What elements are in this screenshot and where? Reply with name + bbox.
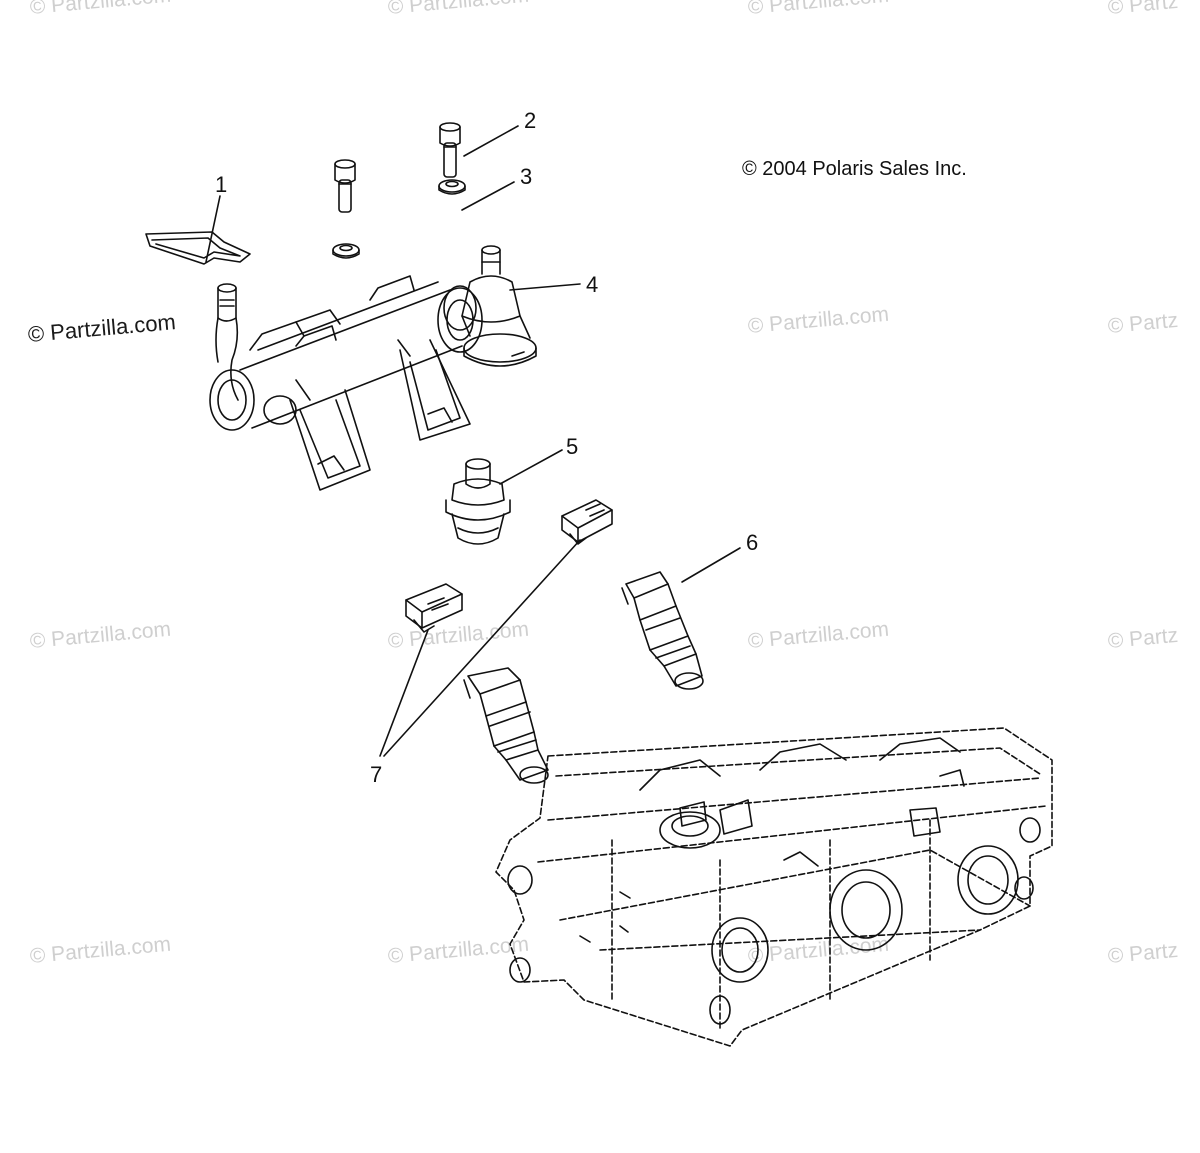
leader-2 bbox=[463, 125, 519, 157]
washer-right bbox=[439, 180, 465, 194]
leader-7a bbox=[379, 629, 429, 757]
leader-6 bbox=[681, 547, 741, 583]
washer-left bbox=[333, 244, 359, 258]
callout-6: 6 bbox=[746, 530, 759, 555]
callout-7: 7 bbox=[370, 762, 383, 787]
leader-1 bbox=[205, 195, 221, 263]
cylinder-head bbox=[496, 728, 1052, 1046]
callout-4: 4 bbox=[586, 272, 599, 297]
retaining-clip bbox=[146, 232, 250, 264]
connector-upper bbox=[562, 500, 612, 544]
callout-5: 5 bbox=[566, 434, 579, 459]
bolt-left bbox=[335, 160, 355, 212]
copyright-text: © 2004 Polaris Sales Inc. bbox=[742, 158, 967, 180]
pressure-regulator bbox=[444, 246, 536, 366]
leader-lines bbox=[205, 125, 741, 757]
leader-3 bbox=[461, 181, 515, 211]
regulator-loose bbox=[446, 459, 510, 544]
injector-left bbox=[464, 668, 548, 783]
callout-2: 2 bbox=[524, 108, 537, 133]
injector-right bbox=[622, 572, 703, 689]
leader-5 bbox=[499, 449, 563, 485]
connector-lower bbox=[406, 584, 462, 632]
leader-4 bbox=[509, 283, 581, 291]
cylinder-head-details bbox=[508, 738, 1040, 1024]
leader-7b bbox=[383, 539, 581, 757]
callout-3: 3 bbox=[520, 164, 533, 189]
callout-1: 1 bbox=[215, 172, 228, 197]
fuel-rail bbox=[210, 276, 482, 490]
bolt-right bbox=[440, 123, 460, 177]
